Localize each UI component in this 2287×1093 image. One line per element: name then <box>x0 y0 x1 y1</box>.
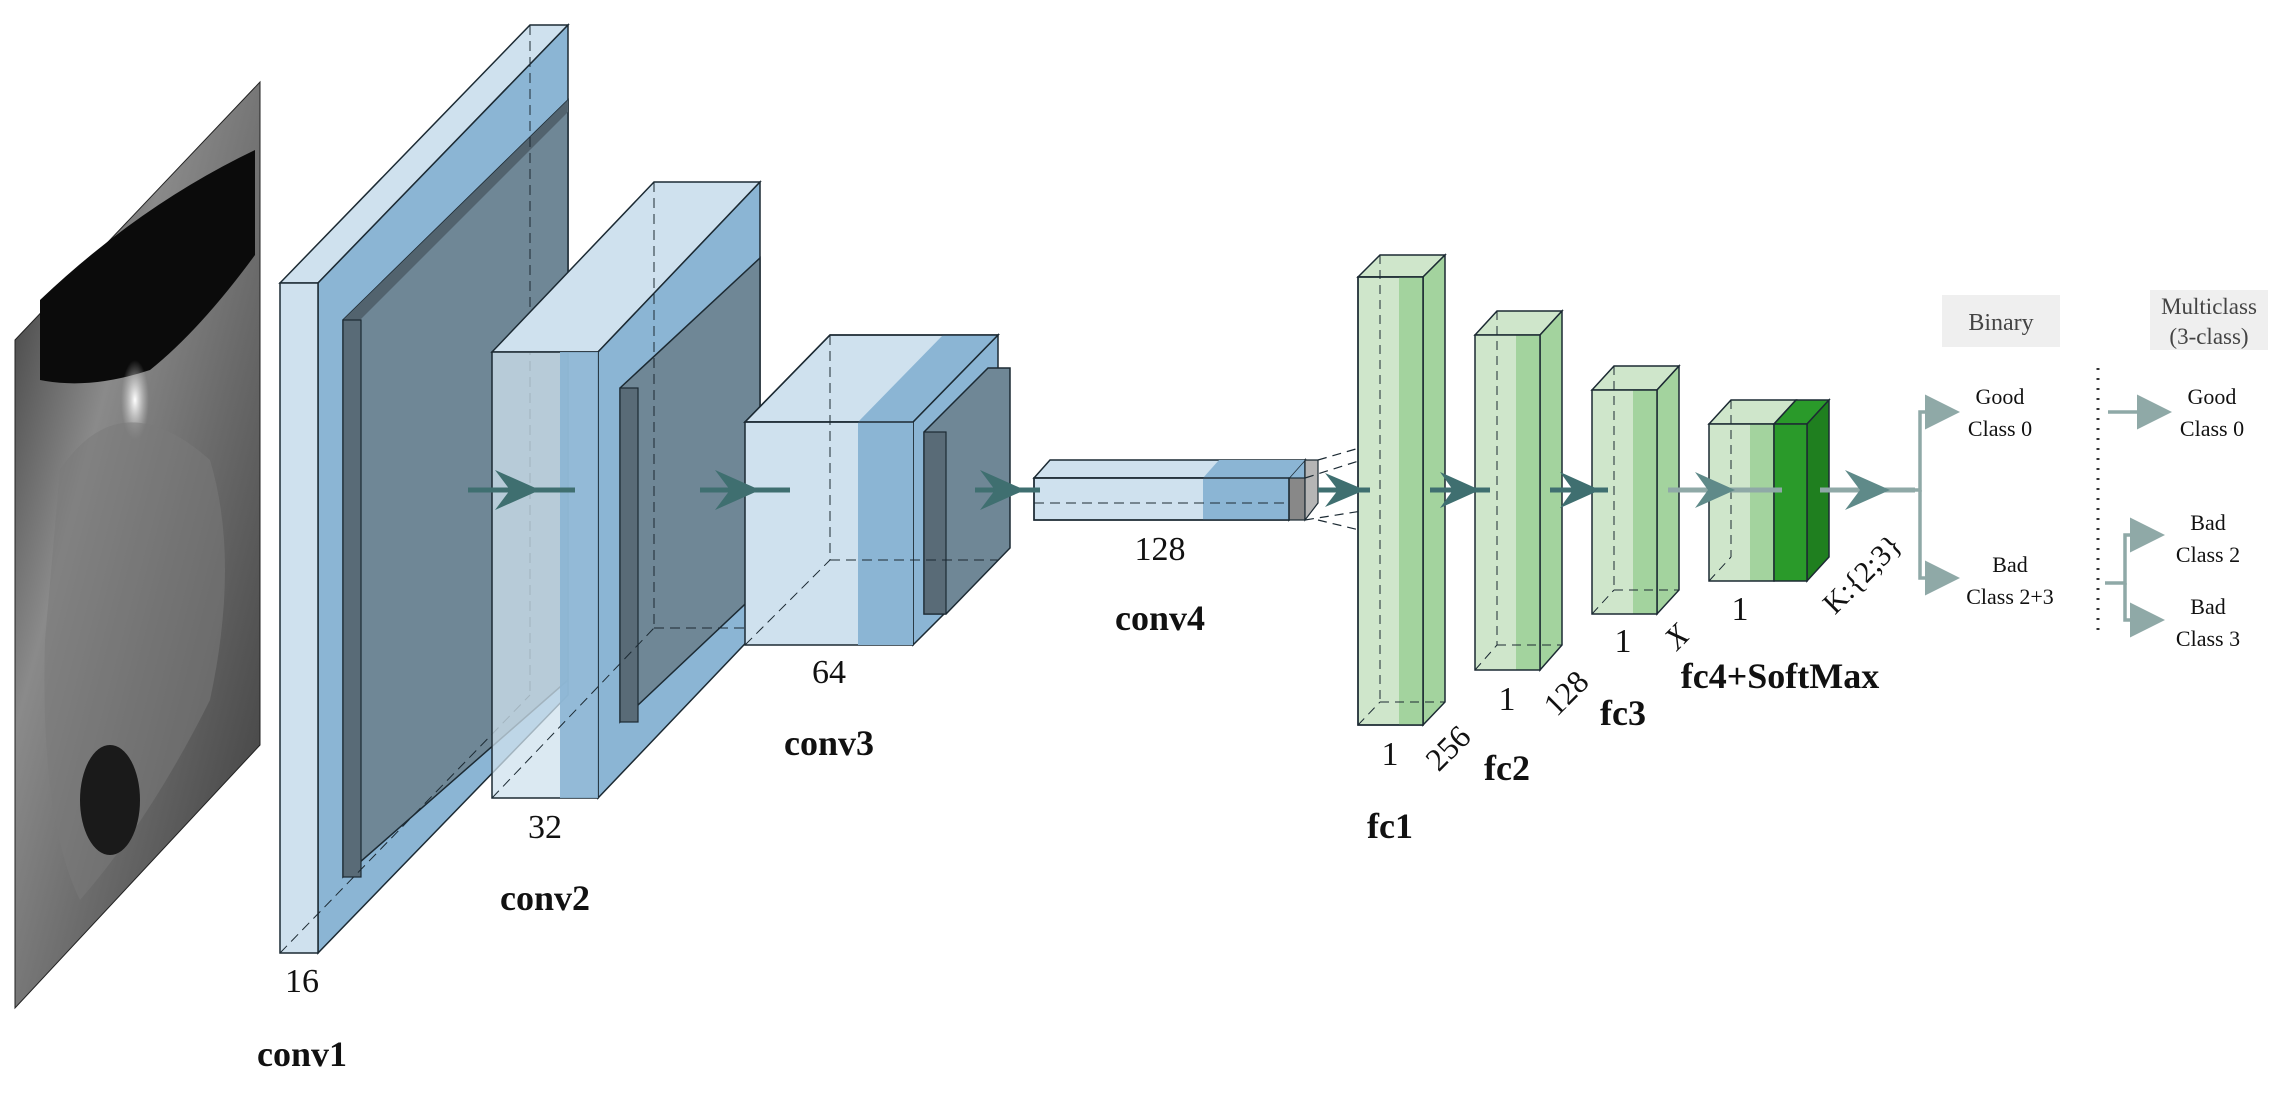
multi-bad2-label-line1: Bad <box>2190 510 2225 535</box>
multi-bad3-label-line1: Bad <box>2190 594 2225 619</box>
fc3-width-label: 1 <box>1615 623 1632 660</box>
fc1-units-label: 256 <box>1418 718 1477 777</box>
conv1-depth-label: 16 <box>285 963 319 1000</box>
binary-good-label-line1: Good <box>1976 384 2025 409</box>
fc2-name-label: fc2 <box>1484 748 1530 788</box>
conv3-depth-label: 64 <box>812 654 846 691</box>
flow-arrows <box>468 470 1915 510</box>
conv3-block <box>743 333 1011 647</box>
input-image <box>14 80 261 1010</box>
conv1-name-label: conv1 <box>257 1034 347 1074</box>
fc2-width-label: 1 <box>1499 681 1516 718</box>
conv4-depth-label: 128 <box>1135 531 1186 568</box>
conv2-depth-label: 32 <box>528 809 562 846</box>
fc2-units-label: 128 <box>1536 663 1595 722</box>
conv2-block <box>490 180 762 800</box>
fc1-name-label: fc1 <box>1367 806 1413 846</box>
fc4-units-label: K:{2;3} <box>1816 528 1908 620</box>
conv3-name-label: conv3 <box>784 723 874 763</box>
fc1-width-label: 1 <box>1382 736 1399 773</box>
binary-good-label-line2: Class 0 <box>1968 416 2032 441</box>
fc3-block <box>1590 364 1681 616</box>
fc3-name-label: fc3 <box>1600 693 1646 733</box>
fc4-softmax-block <box>1707 398 1831 583</box>
binary-header-label: Binary <box>1968 310 2033 336</box>
binary-bad-label-line1: Bad <box>1992 552 2027 577</box>
multiclass-header-label-line2: (3-class) <box>2169 324 2248 349</box>
multiclass-header-label-line1: Multiclass <box>2161 294 2257 319</box>
multi-good-label-line2: Class 0 <box>2180 416 2244 441</box>
conv4-name-label: conv4 <box>1115 598 1205 638</box>
fc3-units-label: X <box>1655 616 1697 658</box>
multiclass-header-box <box>2150 290 2268 350</box>
multi-bad3-label-line2: Class 3 <box>2176 626 2240 651</box>
output-branches <box>1905 394 2172 638</box>
binary-bad-label-line2: Class 2+3 <box>1966 584 2054 609</box>
conv2-name-label: conv2 <box>500 878 590 918</box>
multi-good-label-line1: Good <box>2188 384 2237 409</box>
multi-bad2-label-line2: Class 2 <box>2176 542 2240 567</box>
fc4-name-label: fc4+SoftMax <box>1681 656 1879 696</box>
fc4-width-label: 1 <box>1732 591 1749 628</box>
binary-header-box <box>1942 295 2060 347</box>
